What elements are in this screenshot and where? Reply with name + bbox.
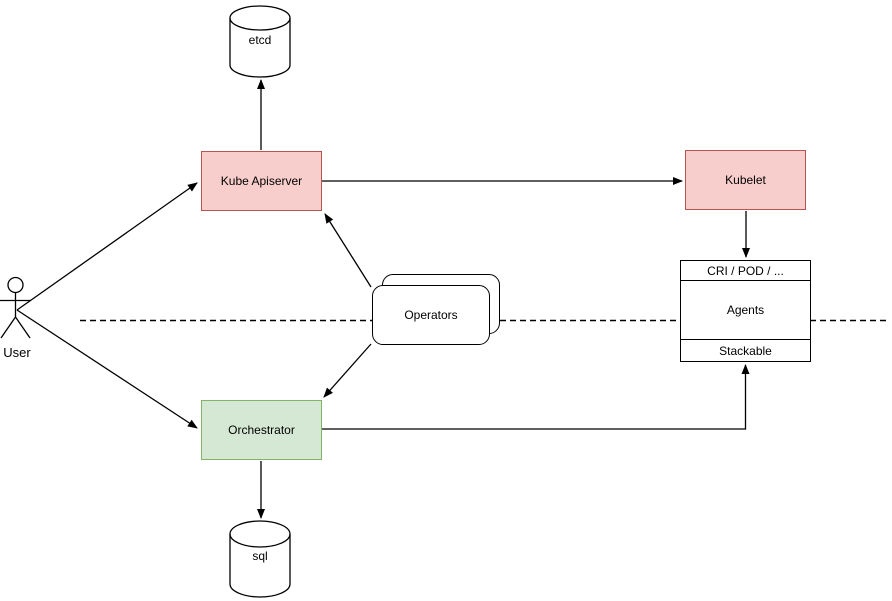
edge-user-to-kube-apiserver: [16, 182, 198, 311]
orchestrator-label: Orchestrator: [228, 423, 295, 437]
edge-user-to-orchestrator: [16, 309, 198, 429]
agents-header-label: CRI / POD / ...: [707, 263, 784, 278]
edge-operators-to-kube-apiserver: [324, 213, 372, 288]
sql-cylinder[interactable]: [229, 520, 291, 598]
edge-orchestrator-to-stackable: [322, 364, 750, 430]
agents-footer-section: Stackable: [681, 339, 810, 361]
node-orchestrator[interactable]: Orchestrator: [201, 400, 322, 460]
agents-header-section: CRI / POD / ...: [681, 261, 810, 281]
edge-operators-to-orchestrator: [323, 343, 372, 398]
node-kubelet[interactable]: Kubelet: [685, 150, 806, 210]
agents-body-section: Agents: [681, 281, 810, 339]
kubelet-label: Kubelet: [725, 173, 766, 187]
operators-label: Operators: [404, 308, 458, 322]
sql-label: sql: [252, 549, 268, 563]
etcd-label: etcd: [248, 33, 272, 47]
kube-apiserver-label: Kube Apiserver: [220, 174, 303, 188]
agents-footer-label: Stackable: [719, 343, 772, 358]
agents-body-label: Agents: [726, 303, 765, 317]
user-label: User: [3, 345, 31, 360]
etcd-cylinder[interactable]: [229, 5, 291, 78]
node-agents[interactable]: CRI / POD / ... Agents Stackable: [680, 260, 811, 362]
user-actor-figure[interactable]: [0, 276, 31, 339]
node-kube-apiserver[interactable]: Kube Apiserver: [201, 151, 322, 211]
node-operators[interactable]: Operators: [372, 285, 490, 345]
